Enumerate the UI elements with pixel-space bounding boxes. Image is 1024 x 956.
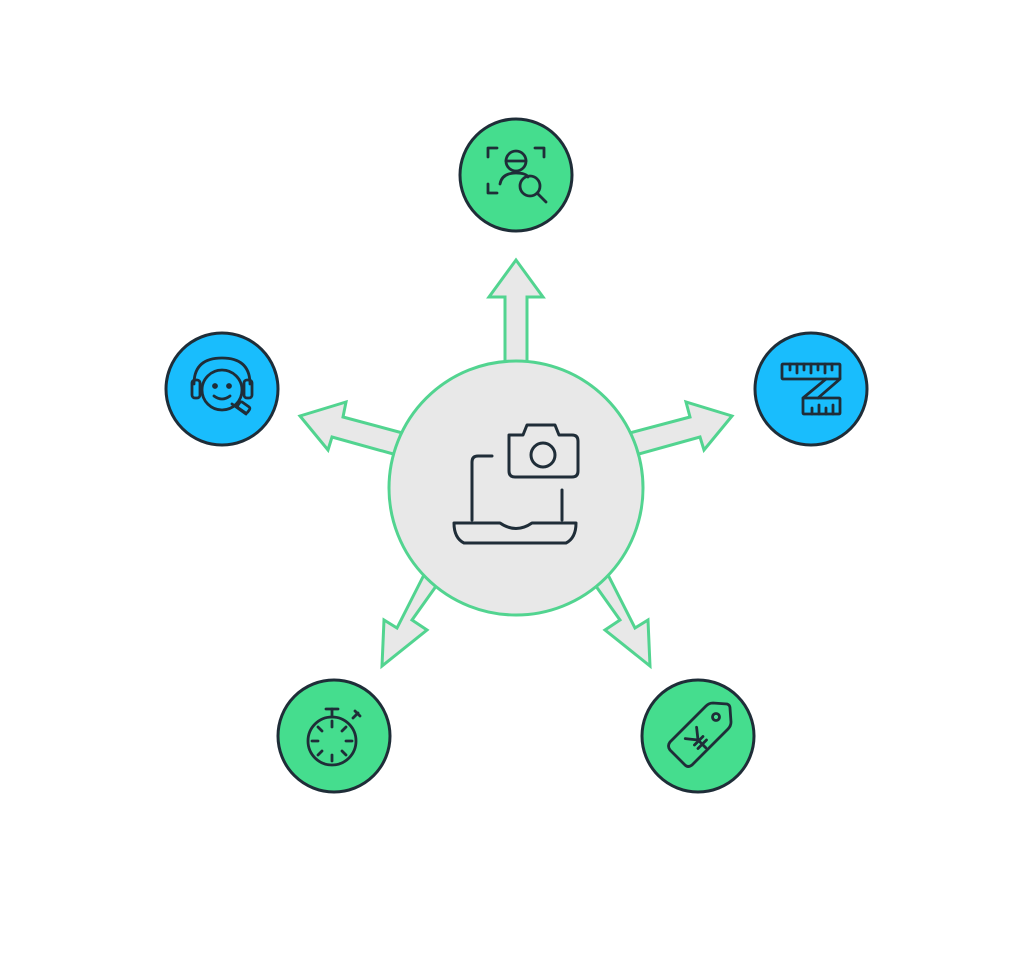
node-top <box>458 117 574 233</box>
measuring-tape-icon <box>780 362 842 416</box>
hub-circle <box>387 359 645 617</box>
yen-price-tag-icon <box>667 701 733 768</box>
node-left-circle <box>164 331 280 447</box>
node-bottom-left <box>276 678 392 794</box>
customer-support-headset-icon <box>190 356 254 416</box>
arrow-to-left <box>297 399 412 459</box>
arrows-group <box>297 257 735 670</box>
arrow-to-right <box>620 399 735 459</box>
node-right <box>753 331 869 447</box>
stopwatch-icon <box>306 707 362 767</box>
laptop-camera-icon <box>452 423 580 545</box>
node-top-circle <box>458 117 574 233</box>
hub <box>387 359 645 617</box>
node-bottom-right <box>640 678 756 794</box>
face-scan-search-icon <box>486 146 548 204</box>
node-bottom-left-circle <box>276 678 392 794</box>
node-right-circle <box>753 331 869 447</box>
node-left <box>164 331 280 447</box>
